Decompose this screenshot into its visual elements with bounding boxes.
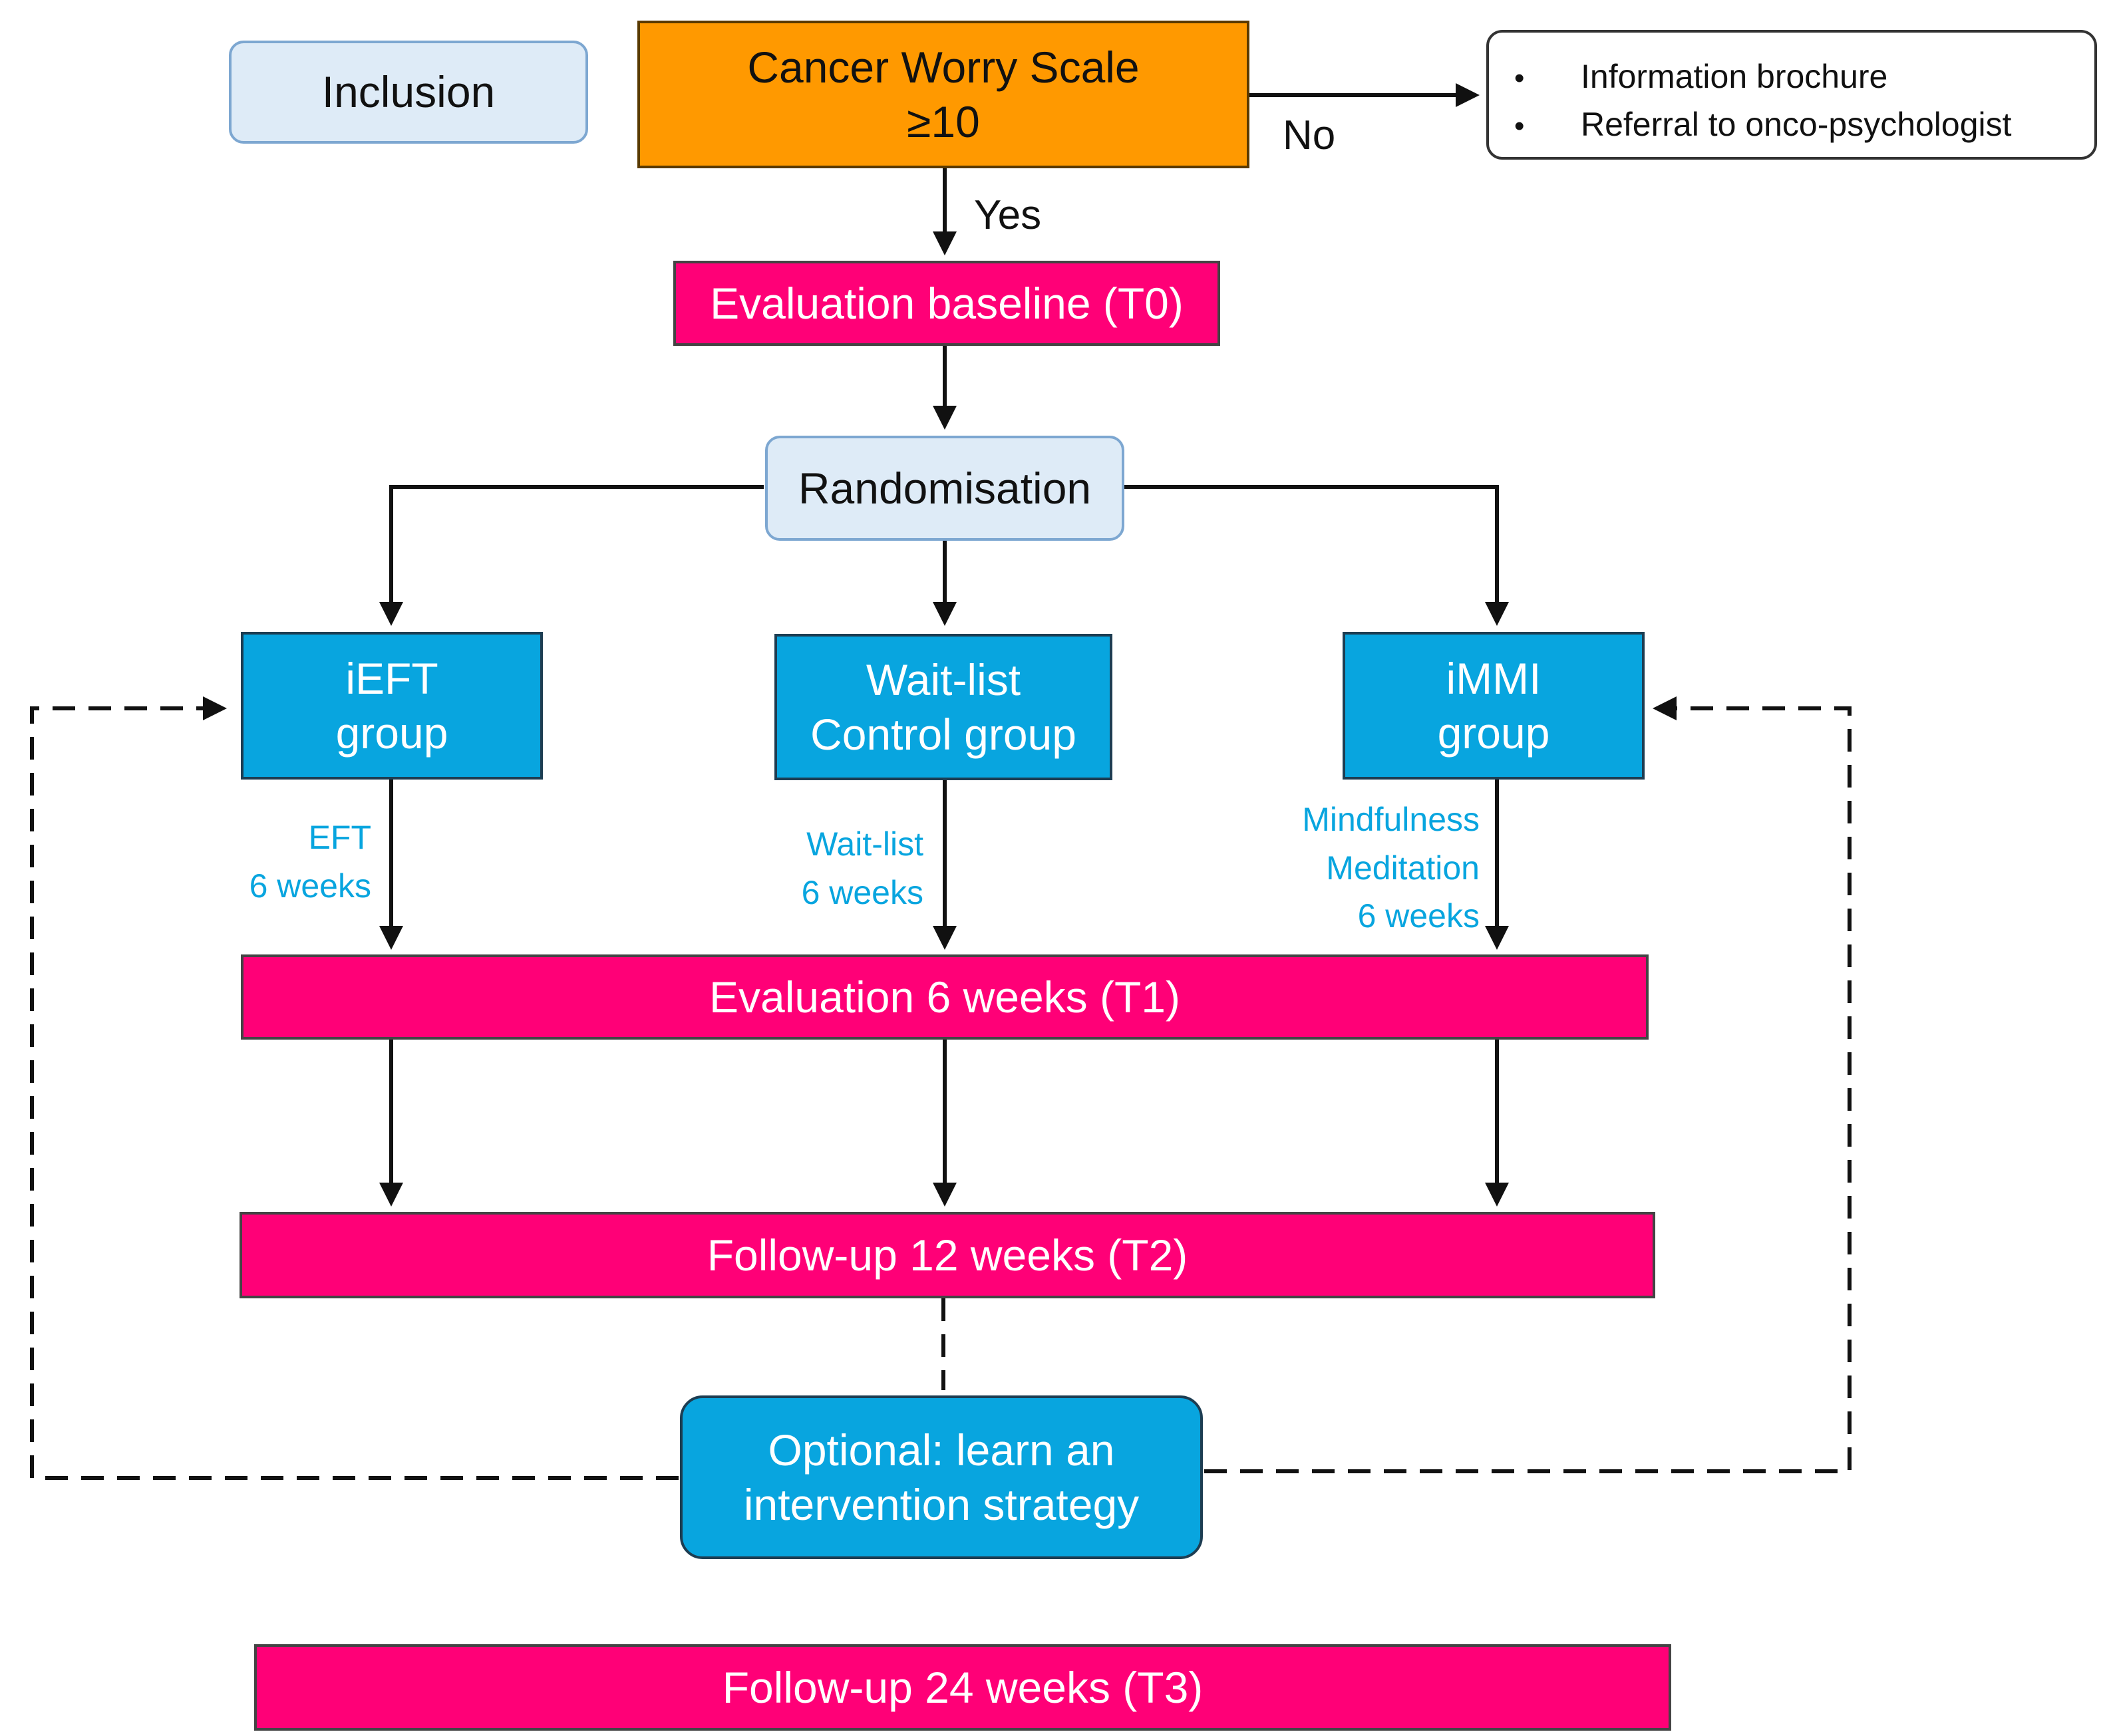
immi-line-2: group	[1437, 708, 1550, 758]
ieft-intervention-line: EFT	[308, 819, 371, 856]
immi-intervention-label: Mindfulness Meditation 6 weeks	[1302, 796, 1480, 940]
immi-line-1: iMMI	[1446, 653, 1541, 703]
optional-line-1: Optional: learn an	[768, 1425, 1115, 1475]
ieft-intervention-label: EFT 6 weeks	[249, 813, 371, 910]
yes-label: Yes	[974, 192, 1042, 238]
optional-line-2: intervention strategy	[743, 1480, 1140, 1529]
t1-label: Evaluation 6 weeks (T1)	[709, 972, 1180, 1022]
no-outcome-text: Information brochure	[1581, 58, 1888, 95]
dashed-optional-ieft	[30, 696, 679, 1480]
cancer-worry-scale-box: Cancer Worry Scale ≥10	[637, 21, 1249, 168]
no-outcome-item: Referral to onco-psychologist	[1514, 100, 2094, 148]
inclusion-box: Inclusion	[229, 41, 588, 144]
waitlist-intervention-label: Wait-list 6 weeks	[802, 820, 923, 917]
ieft-line-1: iEFT	[345, 653, 438, 703]
optional-strategy-box: Optional: learn an intervention strategy	[680, 1395, 1203, 1559]
t1-evaluation-box: Evaluation 6 weeks (T1)	[241, 954, 1649, 1040]
no-label: No	[1283, 112, 1336, 158]
arrow-randomisation-immi	[1122, 485, 1509, 626]
ieft-line-2: group	[335, 708, 448, 758]
arrow-randomisation-ieft	[379, 485, 764, 626]
bullet-icon	[1514, 105, 1581, 144]
waitlist-line-2: Control group	[810, 710, 1076, 759]
dashed-optional-immi	[1204, 696, 1852, 1473]
no-outcome-text: Referral to onco-psychologist	[1581, 106, 2012, 143]
randomisation-label: Randomisation	[798, 463, 1092, 513]
immi-intervention-line: Meditation	[1326, 849, 1480, 887]
screening-line-2: ≥10	[907, 97, 980, 146]
baseline-evaluation-box: Evaluation baseline (T0)	[673, 261, 1220, 346]
baseline-label: Evaluation baseline (T0)	[710, 278, 1184, 328]
bullet-icon	[1514, 57, 1581, 96]
waitlist-group-box: Wait-list Control group	[774, 634, 1112, 780]
no-outcome-item: Information brochure	[1514, 53, 2094, 100]
ieft-group-box: iEFT group	[241, 632, 543, 780]
immi-group-box: iMMI group	[1343, 632, 1645, 780]
screening-line-1: Cancer Worry Scale	[747, 42, 1140, 92]
immi-intervention-line: Mindfulness	[1302, 801, 1480, 838]
waitlist-line-1: Wait-list	[866, 654, 1021, 704]
t2-followup-box: Follow-up 12 weeks (T2)	[240, 1212, 1655, 1298]
t2-label: Follow-up 12 weeks (T2)	[707, 1230, 1188, 1280]
t3-label: Follow-up 24 weeks (T3)	[722, 1662, 1204, 1712]
ieft-intervention-line: 6 weeks	[249, 867, 371, 905]
waitlist-intervention-line: Wait-list	[806, 825, 923, 863]
waitlist-intervention-line: 6 weeks	[801, 873, 923, 911]
inclusion-label: Inclusion	[321, 67, 496, 117]
immi-intervention-line: 6 weeks	[1357, 897, 1480, 935]
no-outcome-box: Information brochure Referral to onco-ps…	[1486, 30, 2097, 160]
t3-followup-box: Follow-up 24 weeks (T3)	[254, 1644, 1671, 1731]
randomisation-box: Randomisation	[765, 436, 1124, 541]
